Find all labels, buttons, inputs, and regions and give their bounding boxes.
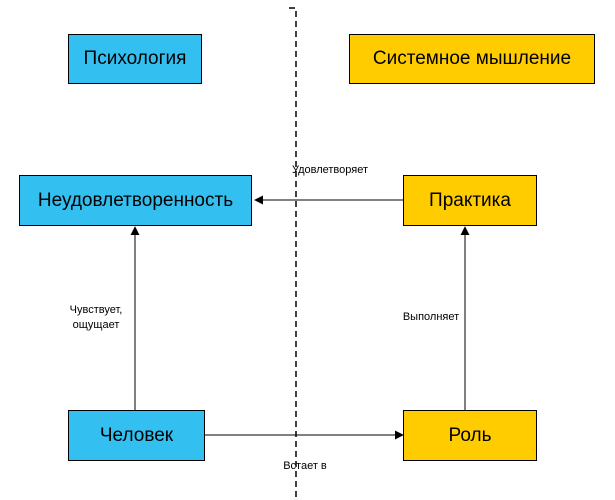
label-feels: Чувствует, ощущает bbox=[60, 303, 132, 333]
label-performs: Выполняет bbox=[402, 311, 460, 323]
label-feels-line1: Чувствует, bbox=[69, 304, 123, 316]
label-feels-line2: ощущает bbox=[72, 318, 120, 331]
node-practice: Практика bbox=[403, 175, 537, 226]
node-dissatisfaction: Неудовлетворенность bbox=[19, 175, 252, 226]
node-role: Роль bbox=[403, 410, 537, 461]
label-enters: Встает в bbox=[283, 460, 327, 472]
label-satisfies: Удовлетворяет bbox=[291, 164, 369, 176]
header-systems-thinking: Системное мышление bbox=[349, 34, 595, 84]
divider-line bbox=[289, 7, 297, 498]
node-person: Человек bbox=[68, 410, 205, 461]
header-psychology: Психология bbox=[68, 34, 202, 84]
